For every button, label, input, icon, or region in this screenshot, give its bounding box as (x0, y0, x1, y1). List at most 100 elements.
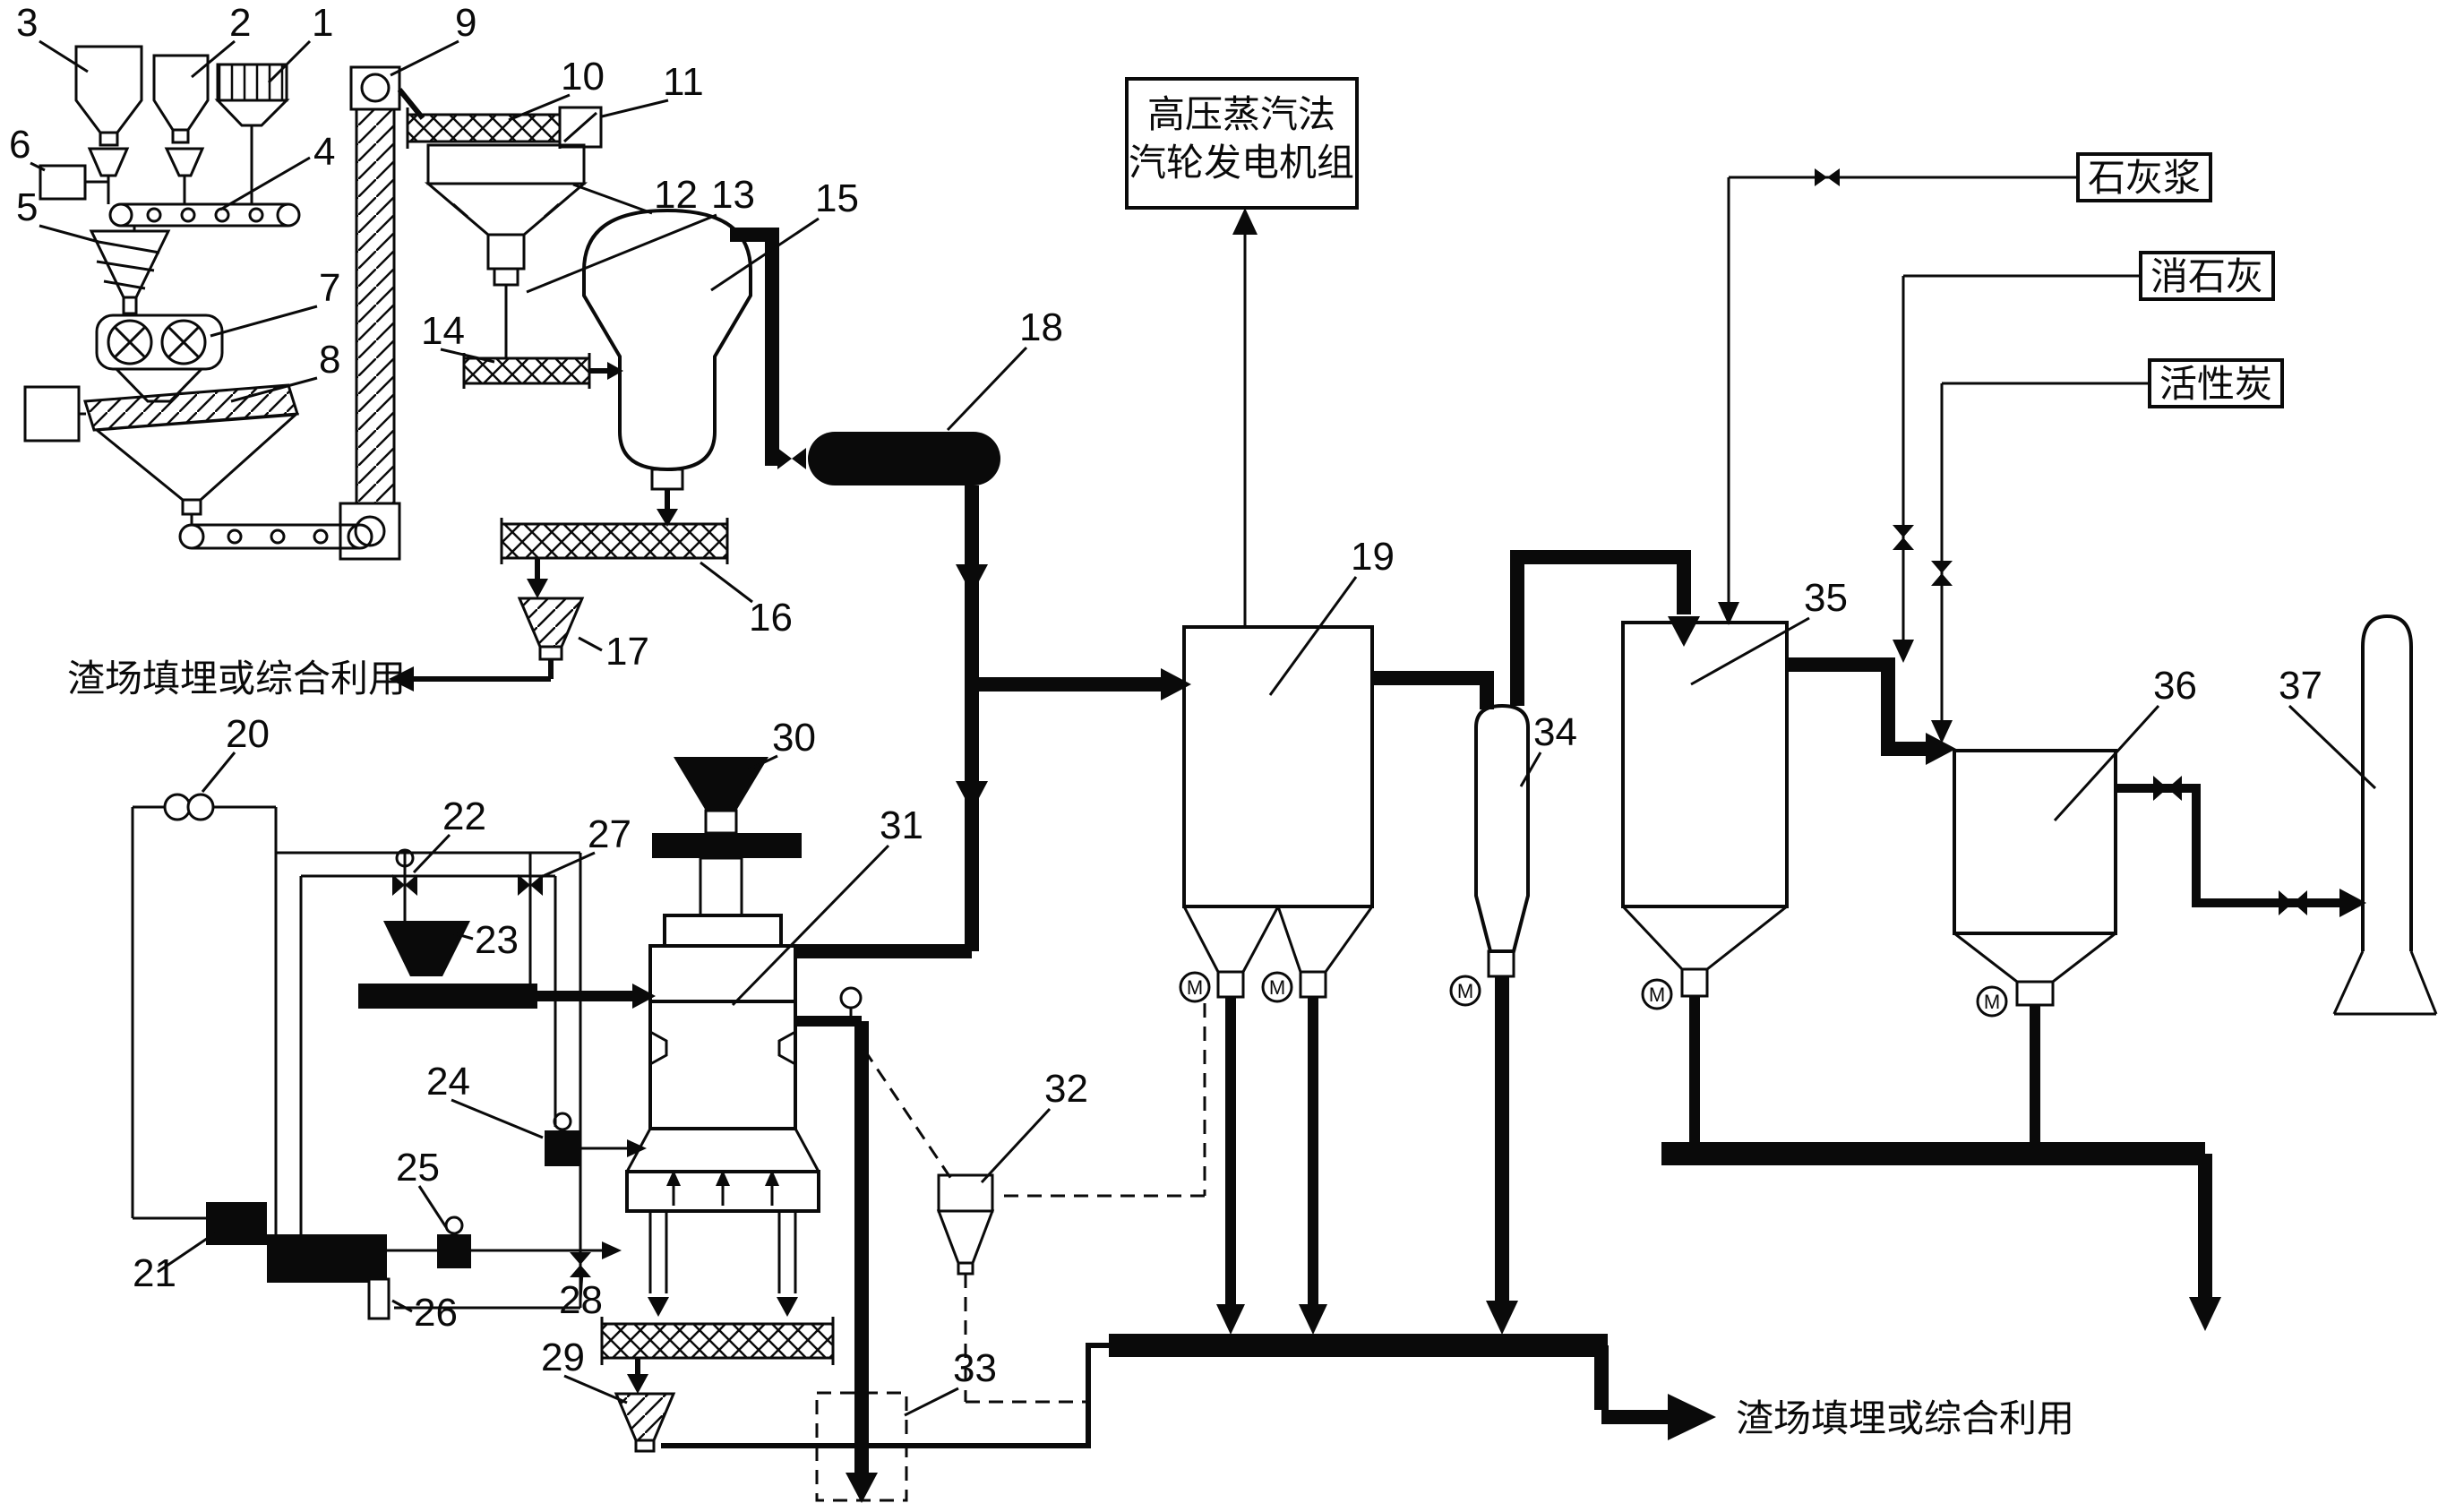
bag-filter-36: M (1953, 749, 2117, 1018)
bucket-elevator-9 (339, 65, 425, 561)
pump-25 (387, 1216, 622, 1268)
leader-line (2288, 704, 2377, 790)
valve-22 (392, 848, 417, 896)
part-number: 31 (880, 803, 923, 847)
lime-slurry-text: 石灰浆 (2088, 157, 2201, 199)
part-label-26: 26 (391, 1291, 458, 1335)
part-number: 2 (229, 1, 251, 45)
part-label-10: 10 (508, 55, 605, 122)
part-number: 22 (442, 795, 486, 838)
screw-mixer-5 (89, 229, 171, 315)
water-pump-20 (163, 793, 215, 821)
part-label-17: 17 (578, 630, 649, 674)
lime-slurry-feed: 石灰浆 (1718, 152, 2212, 625)
part-number: 14 (421, 309, 465, 353)
svg-text:M: M (1984, 991, 2000, 1013)
part-number: 18 (1019, 305, 1063, 349)
cyclone-34: M (1449, 703, 1530, 1007)
motor-icon: M (1179, 971, 1211, 1003)
part-label-23: 23 (447, 918, 519, 962)
ash-discharge-hopper-17 (517, 597, 585, 679)
leader-line (39, 224, 99, 244)
roller-crusher-7 (95, 314, 224, 403)
svg-text:M: M (1269, 976, 1285, 999)
leader-line (267, 39, 312, 84)
part-number: 37 (2279, 664, 2322, 708)
leader-line (30, 161, 46, 172)
steam-box-line2: 汽轮发电机组 (1129, 142, 1354, 184)
leader-line (579, 1271, 584, 1300)
part-number: 12 (654, 173, 698, 217)
part-number: 3 (16, 1, 38, 45)
activated-carbon-text: 活性炭 (2159, 363, 2272, 405)
leader-line (946, 346, 1028, 432)
leader-line (563, 1374, 628, 1405)
motor-icon: M (1976, 985, 2008, 1018)
part-number: 20 (226, 712, 270, 756)
part-number: 7 (319, 266, 340, 310)
part-number: 11 (663, 60, 704, 104)
part-label-4: 4 (219, 130, 335, 211)
landfill-left-text: 渣场填埋或综合利用 (67, 657, 406, 700)
part-number: 9 (455, 1, 476, 45)
leader-line (904, 1387, 959, 1417)
flap-valve-11 (558, 106, 603, 149)
part-label-7: 7 (210, 266, 340, 338)
part-label-5: 5 (16, 185, 99, 244)
svg-text:M: M (1649, 984, 1665, 1006)
exhaust-stack-37 (2332, 614, 2438, 1016)
part-number: 4 (313, 130, 335, 174)
feeder-24 (545, 1112, 647, 1166)
leader-line (508, 93, 571, 122)
part-number: 35 (1804, 576, 1848, 620)
part-number: 8 (319, 338, 340, 382)
leader-line (391, 1299, 413, 1313)
part-label-31: 31 (731, 803, 923, 1007)
buffer-bin-12 (424, 143, 588, 358)
landfill-left-line (389, 666, 551, 692)
gasifier-feed-hopper-30 (652, 757, 802, 858)
svg-text:M: M (1187, 976, 1203, 999)
leader-line (390, 39, 459, 77)
leader-line (412, 833, 451, 874)
leader-line (731, 844, 890, 1007)
activated-carbon-feed: 活性炭 (1931, 358, 2284, 743)
leader-line (1519, 752, 1542, 787)
part-label-32: 32 (980, 1067, 1088, 1184)
motor-icon: M (1449, 975, 1481, 1007)
motor-icon: M (1261, 971, 1293, 1003)
part-number: 17 (605, 630, 649, 674)
part-label-6: 6 (9, 123, 46, 172)
leader-line (710, 217, 820, 292)
leader-line (538, 851, 596, 880)
slaked-lime-text: 消石灰 (2150, 255, 2263, 297)
vibrating-feeder-14 (462, 353, 623, 389)
feed-hopper-23 (358, 921, 656, 1009)
leader-line (210, 305, 318, 338)
part-number: 23 (475, 918, 519, 962)
part-number: 10 (561, 55, 605, 99)
part-label-18: 18 (946, 305, 1063, 432)
steam-box-line1: 高压蒸汽法 (1147, 93, 1335, 135)
part-number: 13 (711, 173, 755, 217)
flue-gas-piping (795, 485, 2366, 958)
leader-line (157, 1229, 219, 1274)
part-label-2: 2 (191, 1, 251, 79)
raw-material-silo-2 (152, 54, 210, 204)
slaked-lime-feed: 消石灰 (1893, 251, 2275, 663)
leader-line (191, 39, 236, 79)
part-label-3: 3 (16, 1, 89, 73)
part-number: 5 (16, 185, 38, 229)
leader-line (572, 183, 653, 215)
spray-reactor-35: M (1621, 621, 1789, 1010)
part-number: 6 (9, 123, 30, 167)
ash-collection-center (661, 976, 1716, 1448)
part-label-24: 24 (426, 1060, 544, 1139)
leader-line (451, 1098, 544, 1139)
valve-27 (518, 874, 543, 896)
part-label-13: 13 (526, 173, 755, 294)
screen-discharge-conveyor (178, 523, 373, 550)
part-number: 15 (815, 176, 859, 220)
waste-heat-boiler-19: M M (1179, 625, 1374, 1003)
